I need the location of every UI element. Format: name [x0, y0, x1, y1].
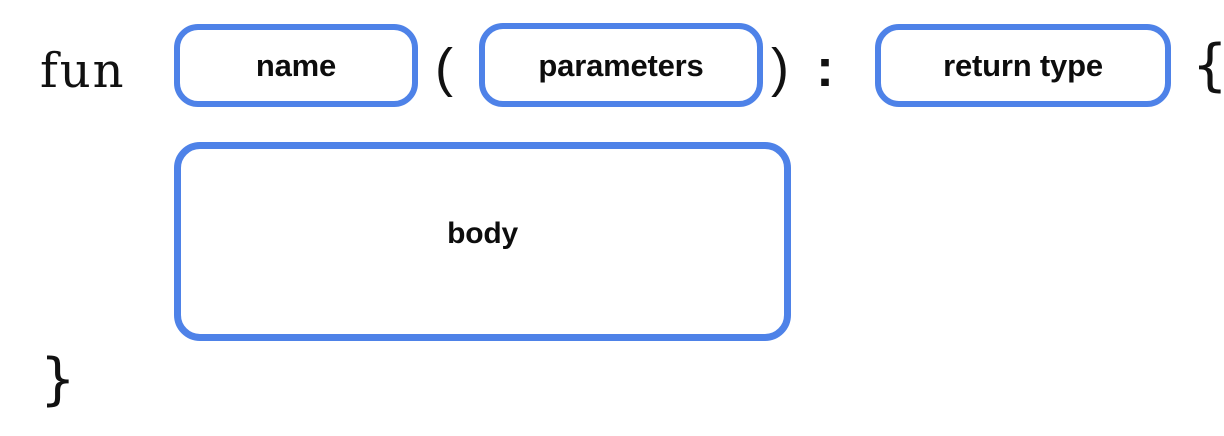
slot-return-type[interactable]: return type: [875, 24, 1171, 107]
paren-close-punctuation: ): [771, 38, 789, 98]
slot-body-label: body: [447, 216, 518, 250]
slot-parameters-label: parameters: [538, 47, 704, 83]
keyword-fun: fun: [40, 43, 126, 99]
slot-body[interactable]: body: [174, 142, 791, 341]
slot-return-type-label: return type: [943, 48, 1103, 83]
slot-name[interactable]: name: [174, 24, 418, 107]
colon-punctuation: :: [816, 38, 834, 98]
brace-open-punctuation: {: [1192, 38, 1224, 94]
paren-open-punctuation: (: [435, 38, 453, 98]
brace-close-punctuation: }: [40, 347, 76, 412]
slot-name-label: name: [255, 48, 337, 83]
slot-parameters[interactable]: parameters: [479, 23, 763, 107]
